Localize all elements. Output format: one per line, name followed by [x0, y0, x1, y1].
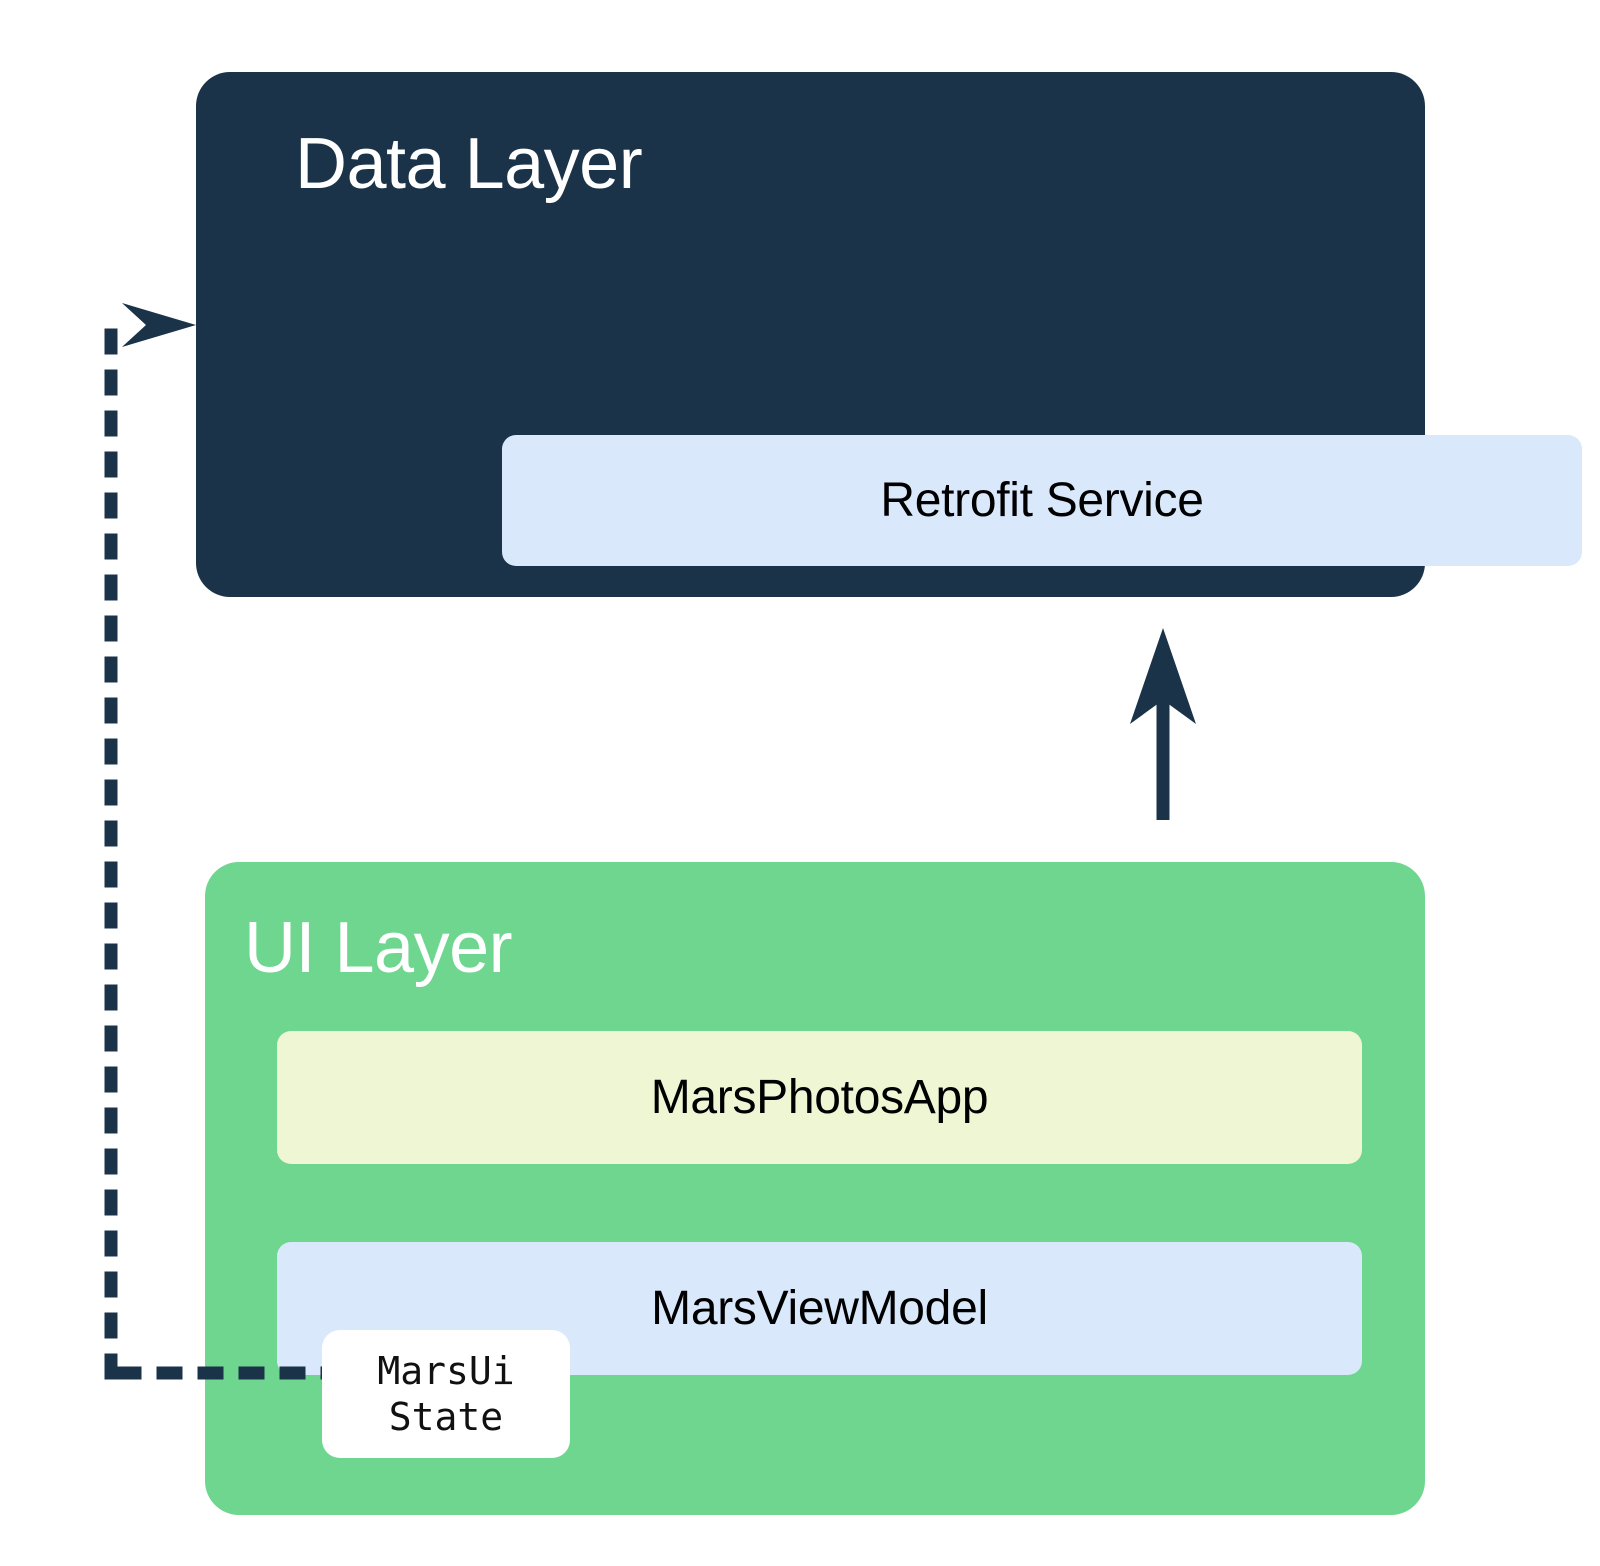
data-layer-title: Data Layer — [295, 124, 643, 204]
arrow-ui-to-data-solid — [1130, 628, 1196, 820]
component-mars-photos-app[interactable]: MarsPhotosApp — [277, 1031, 1362, 1164]
component-retrofit-service[interactable]: Retrofit Service — [502, 435, 1582, 566]
chip-mars-ui-state-line2: State — [388, 1395, 504, 1439]
ui-layer-title: UI Layer — [244, 908, 513, 988]
chip-mars-ui-state-line1: MarsUi — [377, 1348, 515, 1393]
dotted-arrow-head — [122, 303, 196, 347]
chip-mars-ui-state[interactable]: MarsUi State — [322, 1330, 570, 1458]
arrow-ui-to-data-head — [1130, 628, 1196, 724]
data-layer-container: Data Layer Retrofit Service — [196, 72, 1582, 597]
